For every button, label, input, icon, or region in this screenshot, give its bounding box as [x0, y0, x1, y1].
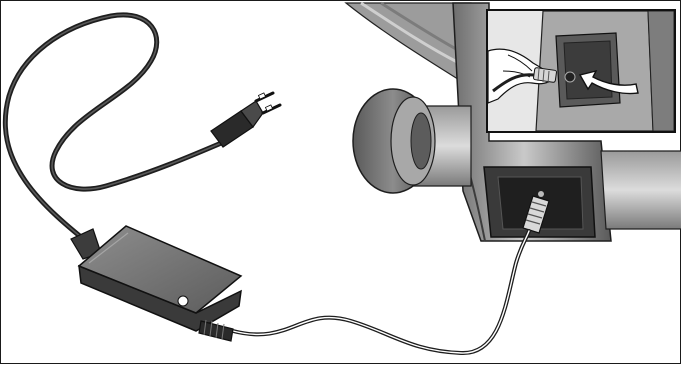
- dc-cord: [231, 229, 531, 356]
- insert-arrow-icon: [578, 69, 639, 95]
- adapter-strain-relief: [198, 319, 234, 342]
- power-port-icon: [538, 191, 544, 197]
- transport-wheel: [352, 88, 436, 194]
- inset-detail-view: [486, 9, 676, 133]
- dc-plug: [522, 195, 550, 234]
- power-adapter: [70, 225, 243, 342]
- inset-illustration: [488, 11, 674, 131]
- adapter-indicator-light: [177, 295, 189, 307]
- inset-power-port: [564, 71, 576, 83]
- machine-housing: [344, 1, 472, 83]
- ac-wall-plug: [210, 91, 282, 148]
- inset-dc-plug: [533, 67, 557, 84]
